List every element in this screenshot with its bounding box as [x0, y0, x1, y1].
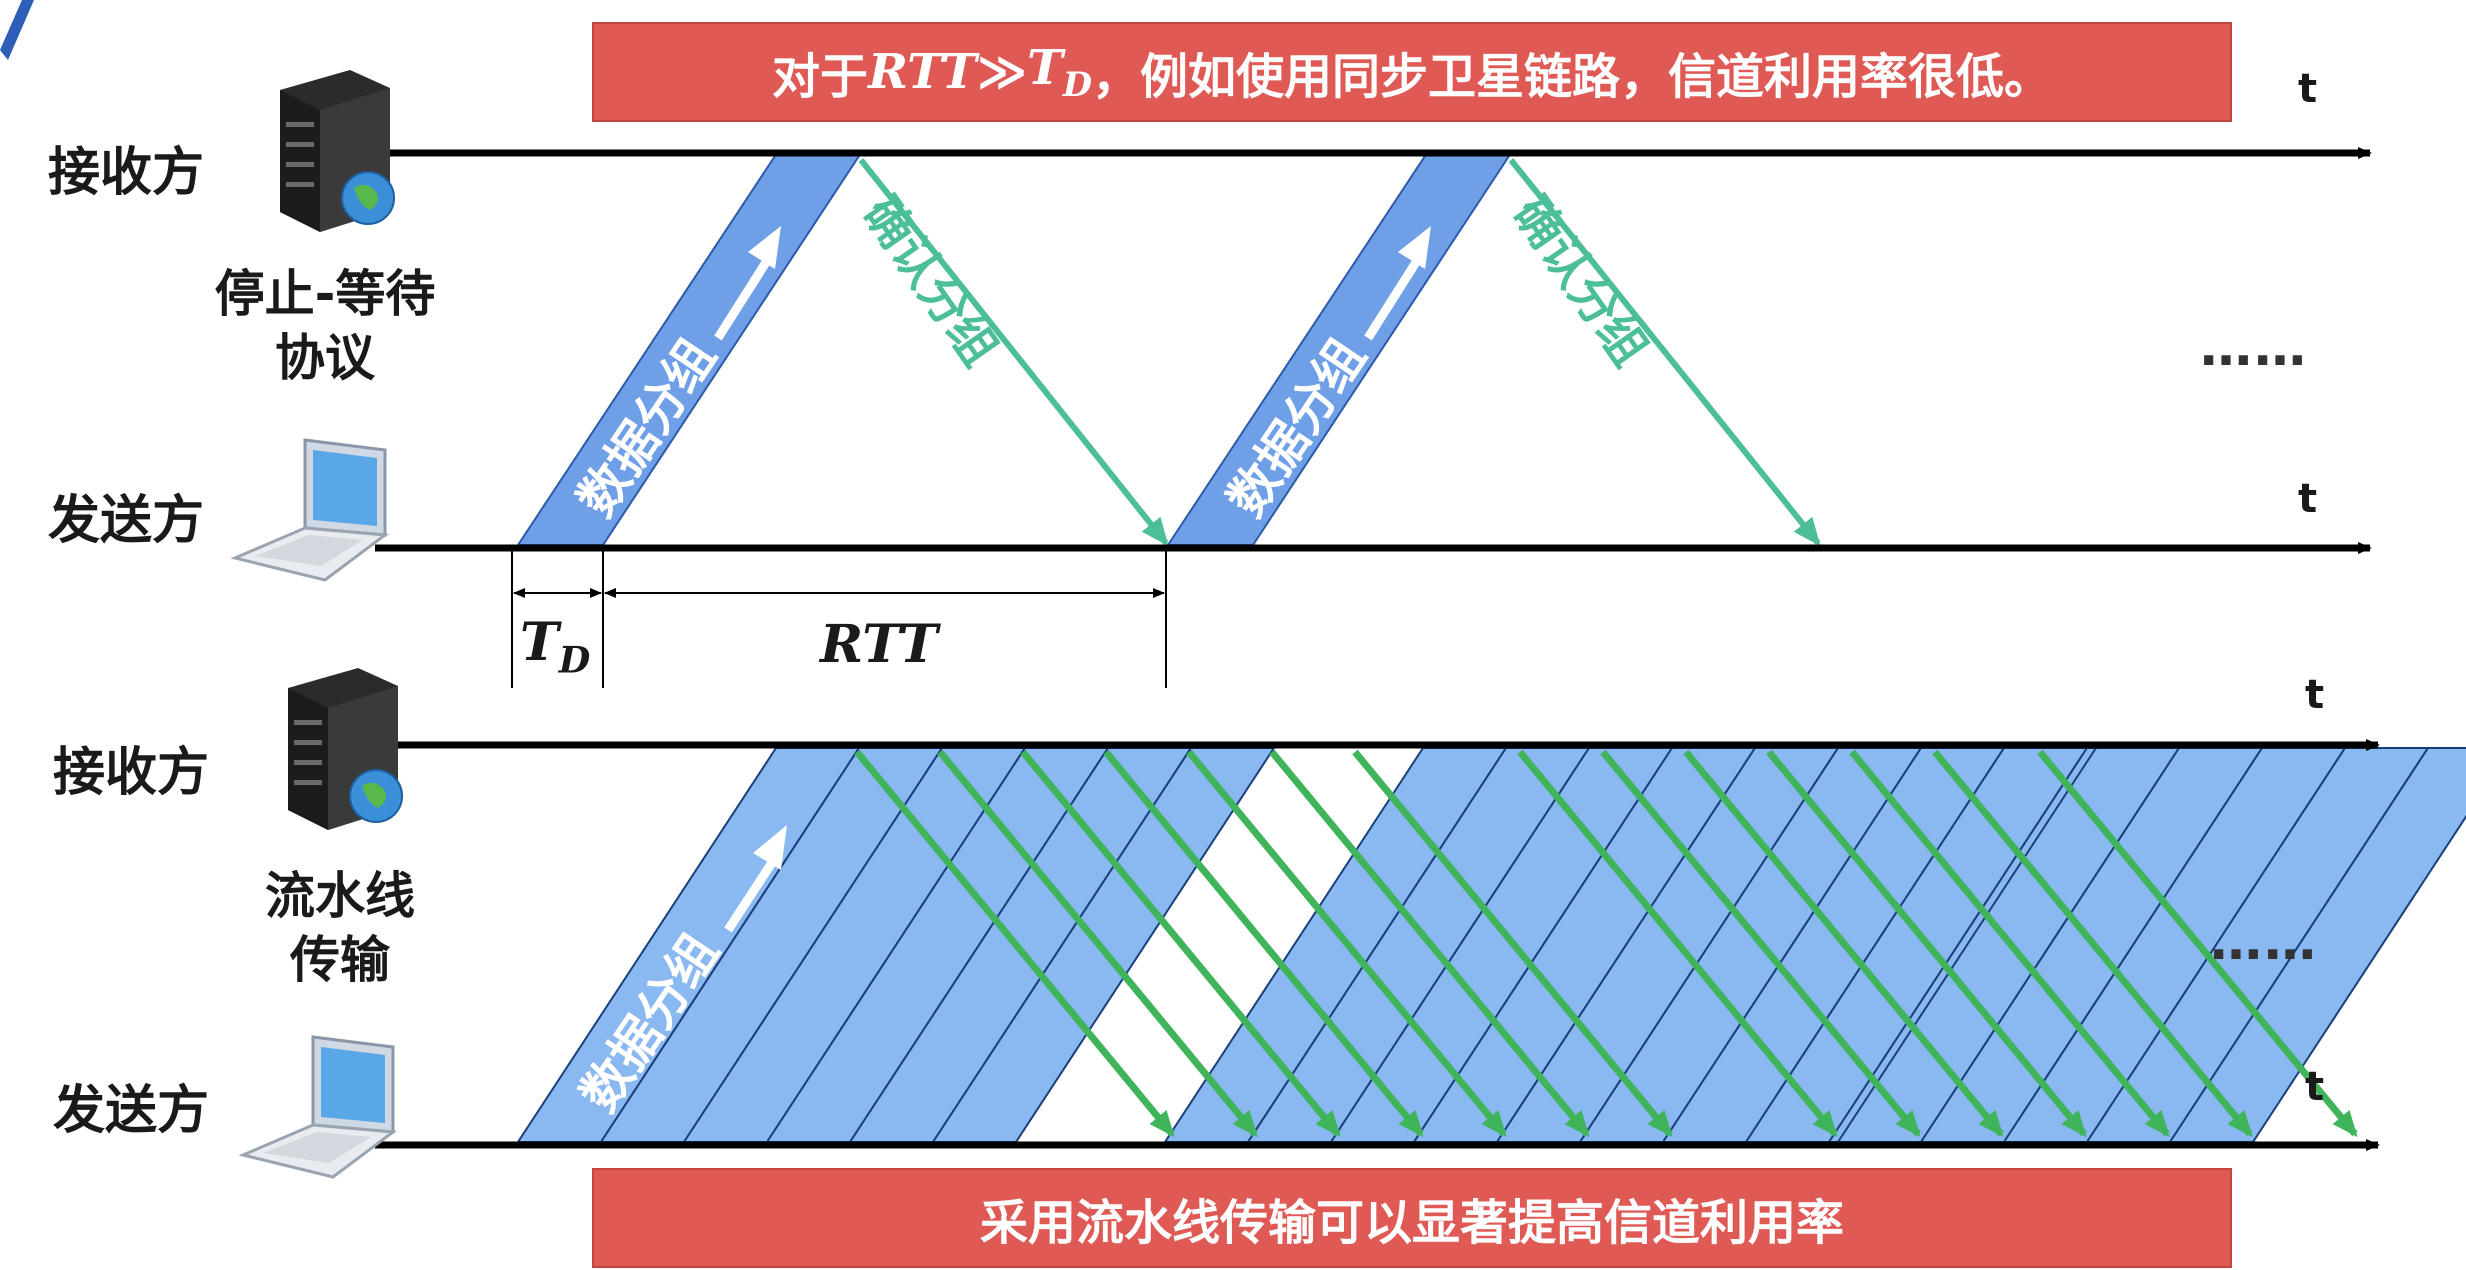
ack-arrow-1 — [858, 158, 1169, 547]
pipeline-ack-arrow — [1932, 749, 2253, 1138]
pipeline-ack-arrow — [1766, 749, 2087, 1138]
pipeline-ack-arrow — [1352, 749, 1673, 1138]
ack-label-2: 确认分组 — [1502, 187, 1658, 376]
rtt-label: RTT — [820, 614, 938, 675]
banner-top-rtt: RTT — [868, 44, 977, 100]
laptop-icon — [230, 438, 390, 582]
td-label: TD — [520, 612, 591, 682]
data-direction-arrow-2 — [1364, 253, 1424, 341]
laptop-icon — [238, 1035, 398, 1179]
banner-top-prefix: 对于 — [772, 49, 869, 105]
receiver-label-top: 接收方 — [48, 143, 205, 203]
sender-label-bottom: 发送方 — [53, 1081, 210, 1141]
pipeline-ack-arrow — [1186, 749, 1507, 1138]
pipeline-ack-arrow — [1517, 749, 1838, 1138]
pipeline-data-direction-arrowhead — [753, 825, 787, 870]
banner-top-relation: ≫ — [976, 44, 1028, 100]
pipeline-ack-arrow — [2037, 749, 2358, 1138]
pipeline-packets — [516, 747, 2466, 1143]
time-label-3: t — [2305, 672, 2325, 718]
pipeline-ack-arrow — [854, 749, 1175, 1138]
ellipsis-top: …… — [2200, 318, 2308, 378]
data-direction-arrowhead-1 — [748, 226, 781, 269]
pipeline-protocol-label: 流水线 传输 — [265, 867, 415, 989]
server-icon — [288, 668, 403, 830]
pipeline-ack-arrow — [1600, 749, 1921, 1138]
server-icon — [280, 70, 395, 232]
sender-label-top: 发送方 — [48, 491, 205, 551]
pipeline-acks — [854, 749, 2358, 1138]
ack-arrow-2 — [1508, 158, 1821, 547]
time-label-2: t — [2298, 476, 2318, 522]
data-direction-arrow-1 — [714, 253, 774, 341]
ack-label-1: 确认分组 — [852, 187, 1008, 376]
banner-bottom-text: 采用流水线传输可以显著提高信道利用率 — [979, 1195, 1844, 1251]
banner-bottom: 采用流水线传输可以显著提高信道利用率 — [592, 1168, 2232, 1268]
pipeline-ack-arrow — [1103, 749, 1424, 1138]
pipeline-ack-arrow — [1020, 749, 1341, 1138]
time-label-1: t — [2298, 66, 2318, 112]
ellipsis-bottom: …… — [2210, 912, 2318, 972]
pipeline-ack-arrow — [937, 749, 1258, 1138]
pipeline-ack-arrow — [1683, 749, 2004, 1138]
pipeline-data-direction-arrow — [724, 855, 779, 933]
receiver-label-bottom: 接收方 — [53, 743, 210, 803]
time-label-4: t — [2305, 1064, 2325, 1110]
title-accent — [0, 0, 34, 60]
stop-wait-protocol-label: 停止-等待 协议 — [214, 265, 436, 387]
pipeline-ack-arrow — [1849, 749, 2170, 1138]
banner-top-suffix: ，例如使用同步卫星链路，信道利用率很低。 — [1091, 49, 2052, 105]
banner-top: 对于 RTT ≫ TD ，例如使用同步卫星链路，信道利用率很低。 — [592, 22, 2232, 122]
data-direction-arrowhead-2 — [1398, 226, 1431, 269]
pipeline-ack-arrow — [1269, 749, 1590, 1138]
banner-top-td: TD — [1027, 40, 1092, 104]
